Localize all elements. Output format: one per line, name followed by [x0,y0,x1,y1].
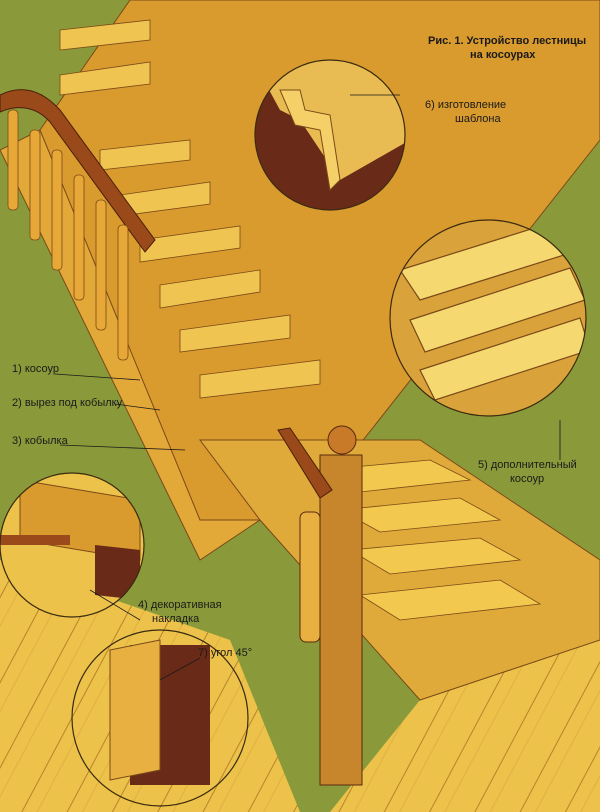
leader-lines [54,94,561,681]
label-stringer: 1) косоур [12,363,59,375]
label-cutout: 2) вырез под кобылку [12,397,123,409]
label-kobylka: 3) кобылка [12,435,69,447]
label-template-line1: 6) изготовление [425,99,506,111]
label-overlay-line2: накладка [152,613,200,625]
upper-flight [39,0,600,521]
label-extra-line1: 5) дополнительный [478,459,577,471]
lower-handrail [277,427,333,499]
balusters [7,109,129,361]
label-overlay-line1: 4) декоративная [138,599,222,611]
title-line1: Рис. 1. Устройство лестницы [428,35,586,47]
detail-extra-stringer [389,219,587,417]
detail-template [254,59,406,211]
handrail [0,89,156,253]
label-template-line2: шаблона [455,113,501,125]
detail-45-angle [71,629,249,807]
title-line2: на косоурах [470,49,536,61]
newel-post [299,425,363,786]
label-extra-line2: косоур [510,473,544,485]
detail-overlay [0,472,145,618]
label-angle: 7) угол 45° [198,647,252,659]
